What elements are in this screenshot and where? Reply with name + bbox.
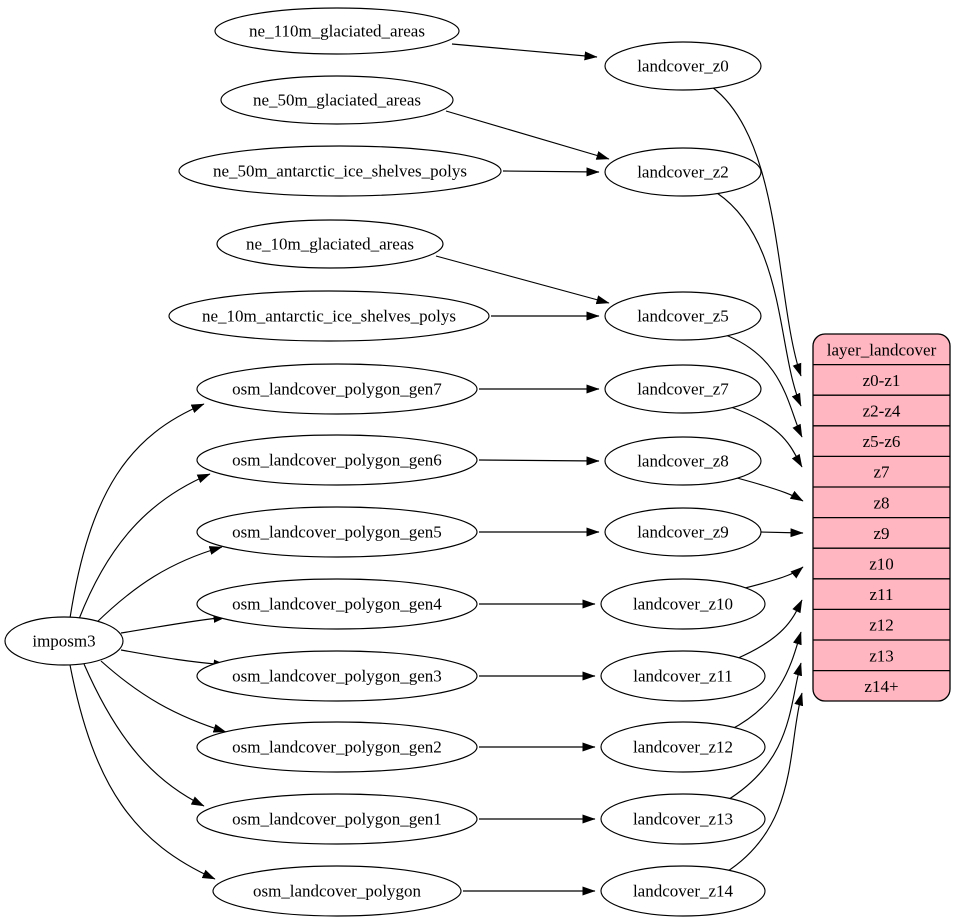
node-landcover-z2: landcover_z2 [604, 147, 762, 197]
node-osm-landcover-polygon-gen6: osm_landcover_polygon_gen6 [196, 434, 478, 486]
edge-imposm3-gen5 [94, 546, 223, 625]
svg-text:landcover_z13: landcover_z13 [633, 810, 733, 829]
node-landcover-z9: landcover_z9 [604, 507, 762, 557]
svg-text:landcover_z11: landcover_z11 [633, 667, 732, 686]
node-osm-landcover-polygon-gen4: osm_landcover_polygon_gen4 [196, 578, 478, 630]
table-row-z11: z11 [870, 585, 894, 604]
svg-text:landcover_z9: landcover_z9 [637, 523, 729, 542]
edge-z14-row [724, 692, 804, 874]
table-row-z7: z7 [873, 463, 890, 482]
node-landcover-z7: landcover_z7 [604, 364, 762, 414]
node-imposm3: imposm3 [4, 616, 124, 666]
node-osm-landcover-polygon-gen3: osm_landcover_polygon_gen3 [196, 650, 478, 702]
edge-ne110m-z0 [451, 43, 598, 61]
node-ne-50m-antarctic-ice-shelves-polys: ne_50m_antarctic_ice_shelves_polys [178, 145, 502, 197]
node-landcover-z8: landcover_z8 [604, 436, 762, 486]
edge-gen6-z8 [478, 456, 600, 466]
edge-group-table [711, 86, 804, 874]
edge-ne50mant-z2 [502, 167, 600, 177]
svg-text:ne_10m_glaciated_areas: ne_10m_glaciated_areas [246, 235, 414, 254]
svg-text:osm_landcover_polygon_gen7: osm_landcover_polygon_gen7 [232, 380, 442, 399]
edge-z13-row [725, 662, 802, 802]
svg-text:ne_110m_glaciated_areas: ne_110m_glaciated_areas [249, 22, 425, 41]
svg-text:landcover_z2: landcover_z2 [637, 163, 729, 182]
svg-text:landcover_z7: landcover_z7 [637, 380, 729, 399]
node-landcover-z0: landcover_z0 [604, 41, 762, 91]
table-row-z13: z13 [869, 646, 894, 665]
edge-z9-row [760, 528, 804, 538]
node-osm-landcover-polygon: osm_landcover_polygon [212, 865, 462, 917]
table-row-z8: z8 [873, 493, 889, 512]
svg-text:landcover_z0: landcover_z0 [637, 57, 729, 76]
table-row-z12: z12 [869, 616, 894, 635]
svg-text:osm_landcover_polygon_gen2: osm_landcover_polygon_gen2 [232, 738, 442, 757]
edge-z10-row [740, 566, 804, 590]
svg-text:osm_landcover_polygon_gen4: osm_landcover_polygon_gen4 [232, 595, 442, 614]
edge-z0-row [711, 86, 802, 377]
table-row-z14plus: z14+ [864, 677, 898, 696]
table-layer-landcover: layer_landcover z0-z1 z2-z4 z5-z6 z7 z8 … [812, 333, 951, 702]
svg-text:osm_landcover_polygon_gen6: osm_landcover_polygon_gen6 [232, 451, 442, 470]
edge-imposm3-polygon [69, 664, 216, 880]
edge-group-sources [435, 43, 610, 896]
node-landcover-z10: landcover_z10 [600, 578, 766, 630]
table-row-z9: z9 [873, 524, 889, 543]
edge-imposm3-gen2 [100, 660, 227, 733]
svg-text:ne_50m_antarctic_ice_shelves_p: ne_50m_antarctic_ice_shelves_polys [213, 162, 467, 181]
edge-group-imposm3 [69, 403, 227, 880]
node-osm-landcover-polygon-gen5: osm_landcover_polygon_gen5 [196, 506, 478, 558]
svg-text:osm_landcover_polygon_gen3: osm_landcover_polygon_gen3 [232, 667, 442, 686]
svg-text:imposm3: imposm3 [32, 632, 95, 651]
node-ne-50m-glaciated-areas: ne_50m_glaciated_areas [220, 75, 454, 125]
edge-z8-row [736, 477, 804, 502]
svg-text:osm_landcover_polygon_gen1: osm_landcover_polygon_gen1 [232, 810, 442, 829]
node-landcover-z11: landcover_z11 [600, 650, 766, 702]
node-osm-landcover-polygon-gen2: osm_landcover_polygon_gen2 [196, 721, 478, 773]
node-landcover-z5: landcover_z5 [604, 291, 762, 341]
edge-imposm3-gen1 [83, 663, 205, 807]
edge-z11-row [735, 599, 803, 660]
svg-text:landcover_z14: landcover_z14 [633, 882, 734, 901]
svg-text:landcover_z10: landcover_z10 [633, 595, 733, 614]
edge-z7-row [727, 405, 803, 468]
edge-z12-row [729, 631, 802, 731]
edge-ne10m-z5 [435, 255, 610, 305]
table-title: layer_landcover [827, 340, 937, 359]
edge-imposm3-gen4 [120, 613, 227, 634]
node-ne-110m-glaciated-areas: ne_110m_glaciated_areas [214, 7, 460, 55]
svg-text:ne_50m_glaciated_areas: ne_50m_glaciated_areas [253, 91, 421, 110]
svg-text:landcover_z8: landcover_z8 [637, 452, 729, 471]
edge-imposm3-gen6 [78, 473, 211, 620]
node-landcover-z12: landcover_z12 [600, 721, 766, 773]
node-landcover-z14: landcover_z14 [600, 865, 766, 917]
node-landcover-z13: landcover_z13 [600, 793, 766, 845]
svg-text:landcover_z5: landcover_z5 [637, 307, 729, 326]
svg-text:ne_10m_antarctic_ice_shelves_p: ne_10m_antarctic_ice_shelves_polys [202, 307, 456, 326]
edge-z5-row [722, 333, 803, 438]
node-osm-landcover-polygon-gen7: osm_landcover_polygon_gen7 [196, 363, 478, 415]
edge-ne50m-z2 [445, 110, 610, 160]
table-row-z5-z6: z5-z6 [863, 432, 901, 451]
svg-text:osm_landcover_polygon: osm_landcover_polygon [253, 882, 422, 901]
table-row-z2-z4: z2-z4 [863, 402, 901, 421]
edge-imposm3-gen3 [120, 649, 227, 669]
node-ne-10m-antarctic-ice-shelves-polys: ne_10m_antarctic_ice_shelves_polys [168, 290, 490, 342]
svg-text:osm_landcover_polygon_gen5: osm_landcover_polygon_gen5 [232, 523, 442, 542]
svg-text:landcover_z12: landcover_z12 [633, 738, 733, 757]
table-row-z0-z1: z0-z1 [863, 371, 901, 390]
edge-imposm3-gen7 [69, 403, 205, 619]
node-ne-10m-glaciated-areas: ne_10m_glaciated_areas [216, 219, 444, 269]
edge-z2-row [716, 192, 802, 407]
node-osm-landcover-polygon-gen1: osm_landcover_polygon_gen1 [196, 793, 478, 845]
table-row-z10: z10 [869, 555, 894, 574]
